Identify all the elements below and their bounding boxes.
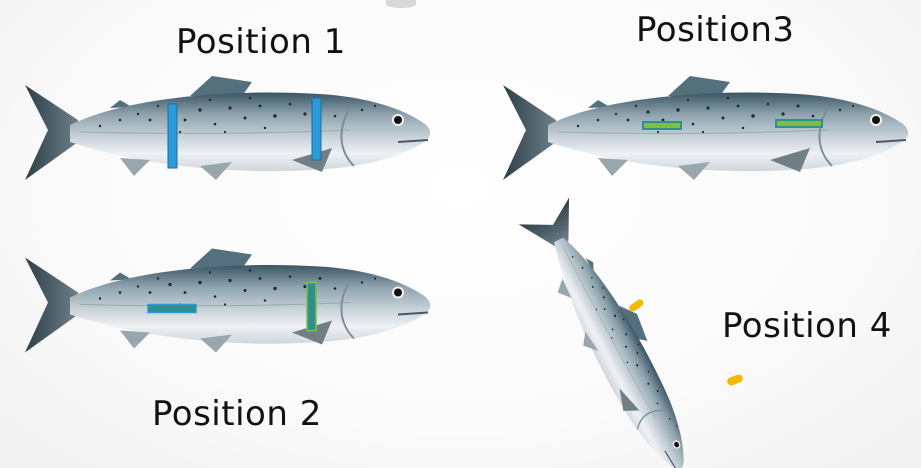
marker-horizontal-3b xyxy=(776,120,822,127)
fish-position-2 xyxy=(20,250,440,365)
marker-yellow-4b xyxy=(726,374,744,387)
caption-position-4: Position 4 xyxy=(722,306,892,346)
marker-vertical-2b xyxy=(307,283,316,331)
marker-horizontal-3a xyxy=(643,122,681,129)
caption-position-2: Position 2 xyxy=(152,394,322,434)
marker-vertical-1b xyxy=(312,98,321,160)
fish-position-3 xyxy=(498,80,918,190)
marker-vertical-1a xyxy=(168,104,177,168)
caption-position-3: Position3 xyxy=(636,10,795,50)
caption-position-1: Position 1 xyxy=(176,22,346,62)
fish-position-1 xyxy=(20,80,440,190)
marker-horizontal-2a xyxy=(148,305,196,313)
background-shadow xyxy=(386,0,416,8)
marker-yellow-4a xyxy=(628,298,645,313)
